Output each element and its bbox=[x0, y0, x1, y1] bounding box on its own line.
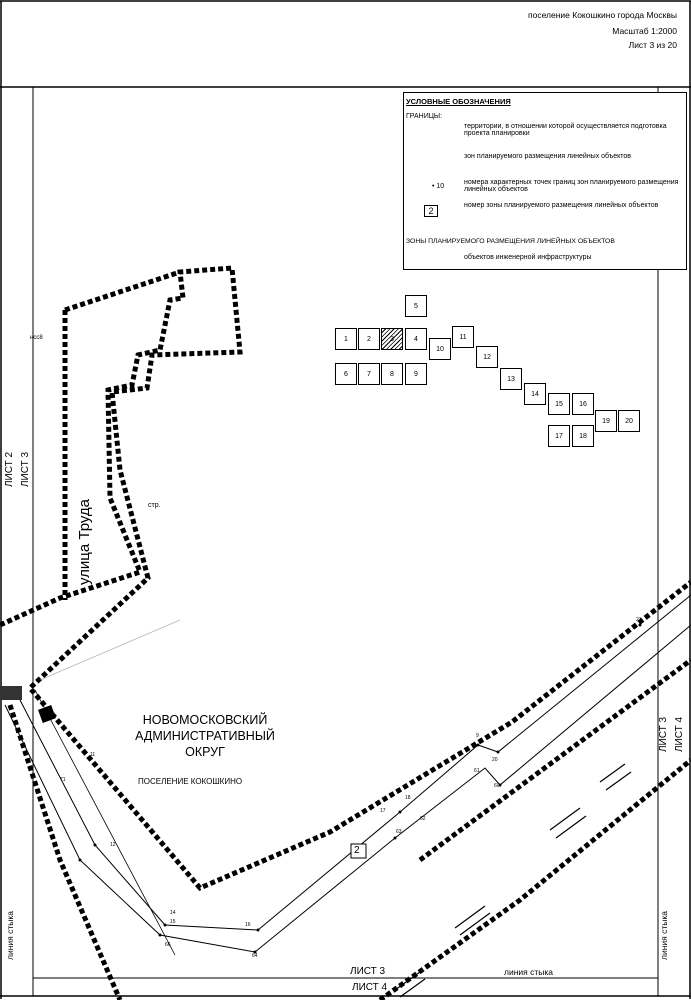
road-markings bbox=[394, 763, 632, 998]
sheet-tile[interactable]: 20 bbox=[618, 410, 640, 432]
zone-number-box bbox=[350, 843, 367, 859]
zone-boundary-south bbox=[4, 624, 691, 953]
label-okrug-line1: НОВОМОСКОВСКИЙ bbox=[142, 713, 268, 727]
header-settlement: поселение Кокошкино города Москвы bbox=[528, 10, 677, 20]
sheet-tile[interactable]: 5 bbox=[405, 295, 427, 317]
sheet-tile[interactable]: 13 bbox=[500, 368, 522, 390]
legend-zones-heading: ЗОНЫ ПЛАНИРУЕМОГО РАЗМЕЩЕНИЯ ЛИНЕЙНЫХ ОБ… bbox=[406, 238, 615, 245]
planning-boundary-southeast bbox=[378, 758, 691, 1000]
point-number: 71 bbox=[60, 777, 66, 783]
planning-boundary-north bbox=[64, 269, 181, 313]
label-building-number: нсс8 bbox=[30, 335, 43, 341]
sheet-tile[interactable]: 8 bbox=[381, 363, 403, 385]
point-number: 64 bbox=[252, 953, 258, 959]
legend-title: УСЛОВНЫЕ ОБОЗНАЧЕНИЯ bbox=[406, 97, 511, 106]
label-okrug-line2: АДМИНИСТРАТИВНЫЙ bbox=[135, 729, 275, 743]
point-number: 11 bbox=[90, 752, 96, 758]
label-settlement: ПОСЕЛЕНИЕ КОКОШКИНО bbox=[138, 777, 243, 786]
label-sheet-2: ЛИСТ 2 bbox=[4, 451, 15, 487]
sheet-tile[interactable]: 7 bbox=[358, 363, 380, 385]
point-number: 18 bbox=[405, 795, 411, 801]
legend-point-sample-label: • 10 bbox=[432, 183, 445, 190]
sheet-tile-current[interactable]: 3 bbox=[381, 328, 403, 350]
label-sheet-4-right: ЛИСТ 4 bbox=[674, 716, 685, 752]
legend-item-territory: территории, в отношении которой осуществ… bbox=[464, 123, 667, 137]
planning-boundary bbox=[0, 265, 691, 892]
point-number: 16 bbox=[245, 922, 251, 928]
point-number: 62 bbox=[420, 816, 426, 822]
point-number: 12 bbox=[110, 842, 116, 848]
sheet-tile[interactable]: 14 bbox=[524, 383, 546, 405]
point-number: 9 bbox=[476, 733, 479, 739]
sheet-tile[interactable]: 15 bbox=[548, 393, 570, 415]
legend-zone-sample-label: 2 bbox=[424, 205, 438, 217]
legend-item-engineering: объектов инженерной инфраструктуры bbox=[464, 254, 592, 261]
sheet-tile[interactable]: 18 bbox=[572, 425, 594, 447]
sheet-tile[interactable]: 12 bbox=[476, 346, 498, 368]
label-joint-line-right: линия стыка bbox=[659, 911, 669, 960]
access-road bbox=[39, 619, 181, 681]
sheet-tile[interactable]: 19 bbox=[595, 410, 617, 432]
road-edge bbox=[34, 689, 176, 956]
planning-boundary-east bbox=[418, 657, 691, 863]
label-okrug-line3: ОКРУГ bbox=[185, 745, 225, 759]
point-number: 20 bbox=[492, 757, 498, 763]
point-number: 15 bbox=[170, 919, 176, 925]
legend-item-zones: зон планируемого размещения линейных объ… bbox=[464, 153, 631, 160]
point-number: 66 bbox=[165, 942, 171, 948]
label-zone-number: 2 bbox=[354, 845, 360, 856]
legend-boundaries-heading: ГРАНИЦЫ: bbox=[406, 113, 443, 120]
zone-boundary-north bbox=[19, 594, 691, 931]
label-okrug: НОВОМОСКОВСКИЙ АДМИНИСТРАТИВНЫЙ ОКРУГ bbox=[120, 712, 290, 760]
point-number: 63 bbox=[396, 829, 402, 835]
label-street: улица Труда bbox=[76, 499, 93, 585]
label-joint-line-left: линия стыка bbox=[5, 911, 15, 960]
label-sheet-3-bottom: ЛИСТ 3 bbox=[350, 966, 386, 977]
label-sheet-3-left: ЛИСТ 3 bbox=[20, 451, 31, 487]
label-sheet-4-bottom: ЛИСТ 4 bbox=[352, 982, 388, 993]
legend-item-points: номера характерных точек границ зон план… bbox=[464, 179, 679, 193]
legend-box: УСЛОВНЫЕ ОБОЗНАЧЕНИЯ ГРАНИЦЫ: территории… bbox=[403, 92, 687, 270]
label-structure: стр. bbox=[148, 502, 161, 509]
sheet-tile[interactable]: 9 bbox=[405, 363, 427, 385]
point-number: 61 bbox=[474, 768, 480, 774]
label-sheet-3-right: ЛИСТ 3 bbox=[658, 716, 669, 752]
construction-block bbox=[0, 686, 22, 700]
building-block bbox=[38, 705, 56, 723]
sheet-tile[interactable]: 1 bbox=[335, 328, 357, 350]
point-number: 60 bbox=[494, 783, 500, 789]
point-number: 21 bbox=[636, 617, 642, 623]
planning-boundary-southwest bbox=[7, 704, 123, 1000]
sheet-tile[interactable]: 11 bbox=[452, 326, 474, 348]
label-joint-line-bottom: линия стыка bbox=[504, 967, 553, 977]
sheet-tile[interactable]: 2 bbox=[358, 328, 380, 350]
header-sheet: Лист 3 из 20 bbox=[628, 40, 677, 50]
sheet-tile[interactable]: 10 bbox=[429, 338, 451, 360]
sheet-tile[interactable]: 6 bbox=[335, 363, 357, 385]
header-scale: Масштаб 1:2000 bbox=[612, 26, 677, 36]
point-number: 14 bbox=[170, 910, 176, 916]
sheet-tile[interactable]: 17 bbox=[548, 425, 570, 447]
sheet-tile[interactable]: 4 bbox=[405, 328, 427, 350]
legend-item-zone-number: номер зоны планируемого размещения линей… bbox=[464, 202, 659, 209]
sheet-tile[interactable]: 16 bbox=[572, 393, 594, 415]
point-number: 17 bbox=[380, 808, 386, 814]
boundary-points bbox=[78, 623, 642, 954]
